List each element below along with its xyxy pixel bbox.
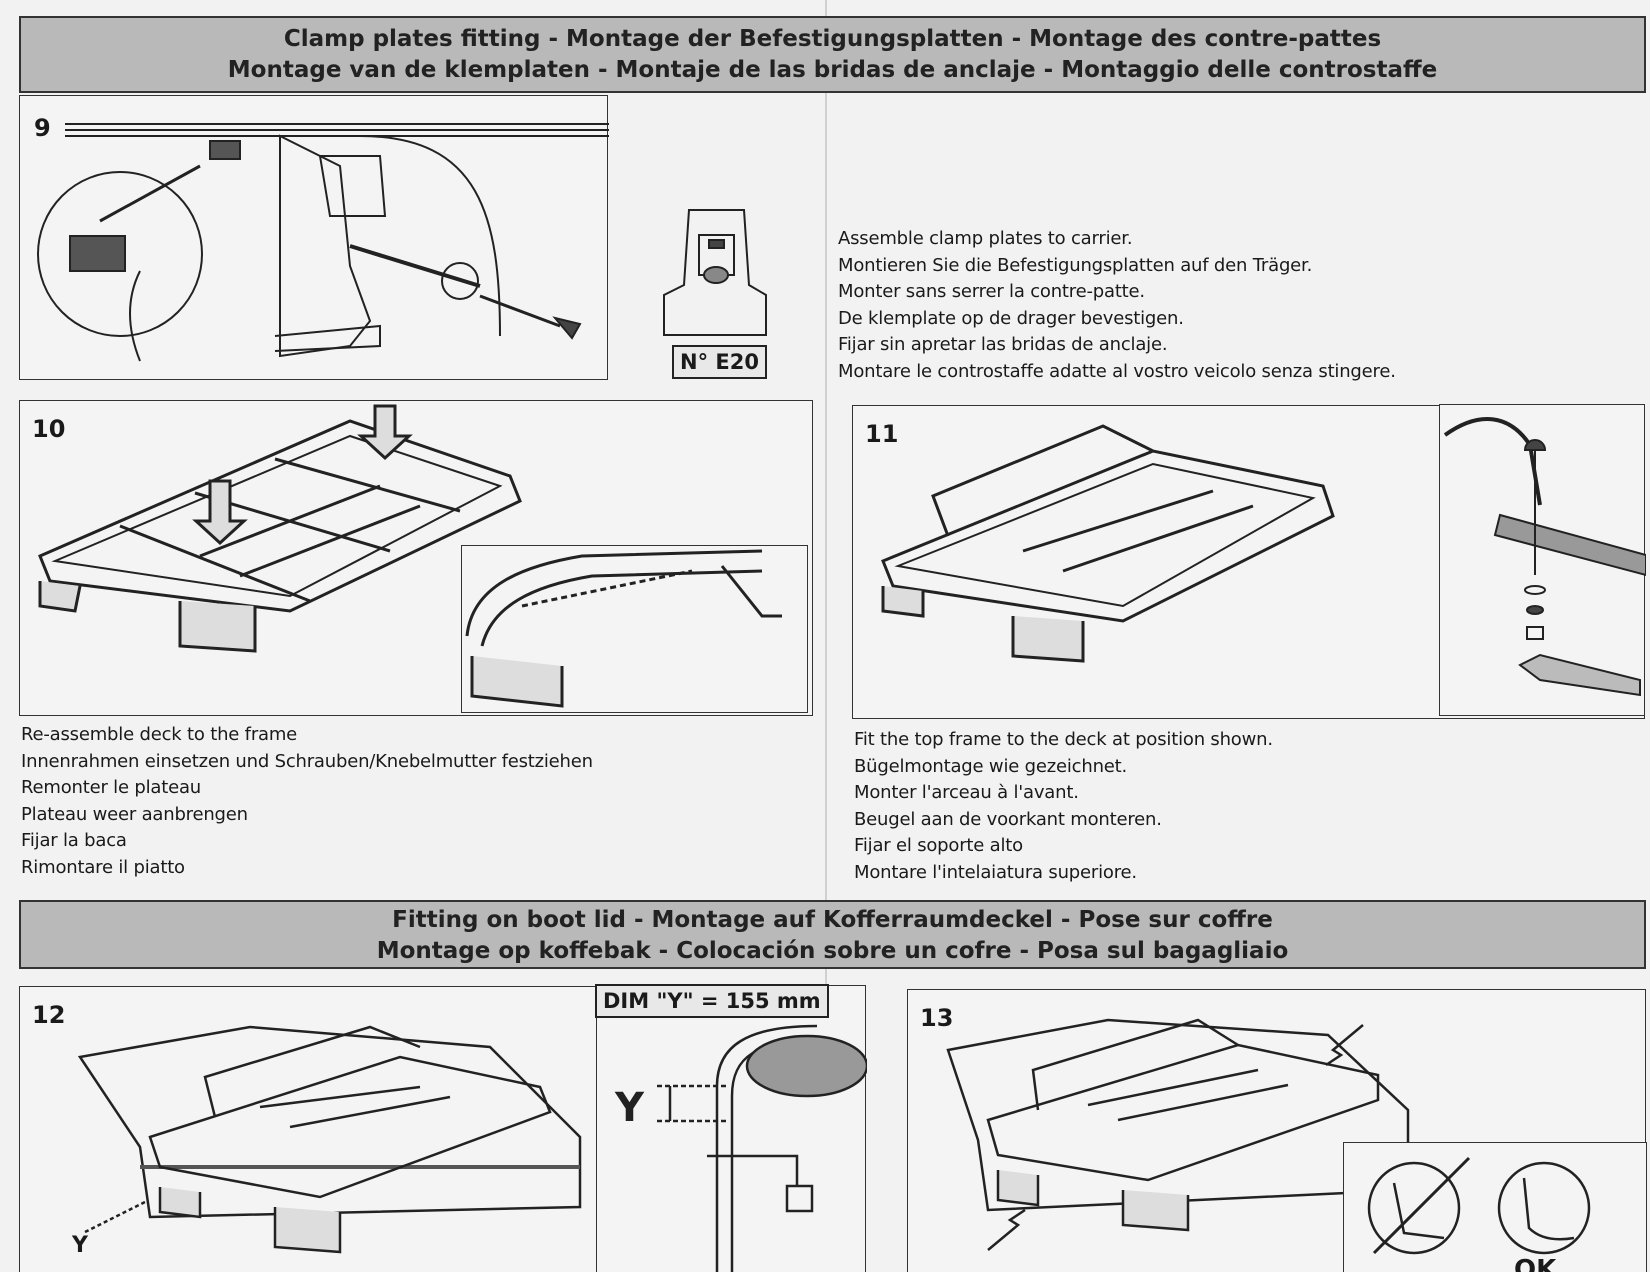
dimension-detail-inset: DIM "Y" = 155 mm Y xyxy=(595,984,867,1272)
instruction-en: Re-assemble deck to the frame xyxy=(21,724,298,745)
page-fold xyxy=(825,0,827,1272)
step-11-detail-inset xyxy=(1439,404,1646,716)
step-10-detail-inset xyxy=(461,545,808,713)
instruction-de: Innenrahmen einsetzen und Schrauben/Kneb… xyxy=(21,750,593,772)
dimension-y-illustration: Y xyxy=(614,1024,867,1272)
step-11-instructions: Fit the top frame to the deck at positio… xyxy=(854,727,1273,886)
instruction-nl: De klemplate op de drager bevestigen. xyxy=(838,307,1184,329)
step-9-instructions: Assemble clamp plates to carrier. Montie… xyxy=(838,226,1396,385)
y-dimension-marker: Y xyxy=(72,1233,88,1258)
dimension-label: DIM "Y" = 155 mm xyxy=(595,984,829,1018)
instruction-fr: Remonter le plateau xyxy=(21,777,202,798)
fastener-detail-illustration xyxy=(1443,417,1646,697)
section-header-clamp-plates: Clamp plates fitting - Montage der Befes… xyxy=(19,16,1646,93)
instruction-en: Assemble clamp plates to carrier. xyxy=(838,228,1133,249)
instruction-es: Fijar el soporte alto xyxy=(854,835,1023,856)
instruction-fr: Monter l'arceau à l'avant. xyxy=(854,782,1079,803)
instruction-es: Fijar sin apretar las bridas de anclaje. xyxy=(838,334,1168,355)
header-line-1: Fitting on boot lid - Montage auf Koffer… xyxy=(392,907,1273,933)
header-line-1: Clamp plates fitting - Montage der Befes… xyxy=(283,26,1382,52)
step-number: 9 xyxy=(34,114,51,142)
clamp-fitting-illustration xyxy=(37,123,609,362)
step-number: 13 xyxy=(920,1004,954,1032)
instruction-nl: Beugel aan de voorkant monteren. xyxy=(854,808,1162,830)
step-10-instructions: Re-assemble deck to the frame Innenrahme… xyxy=(21,722,593,881)
instruction-nl: Plateau weer aanbrengen xyxy=(21,803,248,825)
ok-label: OK xyxy=(1514,1255,1557,1272)
boot-lid-mounting-illustration xyxy=(77,1025,582,1254)
section-header-boot-lid: Fitting on boot lid - Montage auf Koffer… xyxy=(19,900,1646,969)
ok-comparison-inset: OK xyxy=(1343,1142,1647,1272)
clamp-plate-e20-illustration xyxy=(663,209,767,336)
instruction-de: Bügelmontage wie gezeichnet. xyxy=(854,755,1128,777)
instruction-es: Fijar la baca xyxy=(21,830,127,851)
part-number-label: N° E20 xyxy=(672,345,767,379)
header-line-2: Montage van de klemplaten - Montaje de l… xyxy=(227,57,1438,83)
step-11-panel: 11 xyxy=(852,404,1646,719)
instruction-en: Fit the top frame to the deck at positio… xyxy=(854,729,1273,750)
y-symbol: Y xyxy=(614,1085,645,1131)
header-line-2: Montage op koffebak - Colocación sobre u… xyxy=(376,938,1289,964)
bolt-detail-illustration xyxy=(465,549,782,708)
step-number: 11 xyxy=(865,420,899,448)
correct-incorrect-illustration xyxy=(1367,1156,1591,1255)
top-frame-illustration xyxy=(881,424,1335,663)
step-13-panel: 13 OK xyxy=(907,989,1647,1272)
step-number: 10 xyxy=(32,415,66,443)
step-number: 12 xyxy=(32,1001,66,1029)
step-12-panel: 12 Y DIM "Y" = 155 mm xyxy=(19,984,867,1272)
instruction-it: Montare l'intelaiatura superiore. xyxy=(854,861,1137,883)
step-10-panel: 10 xyxy=(19,400,813,716)
instruction-fr: Monter sans serrer la contre-patte. xyxy=(838,281,1145,302)
instruction-it: Rimontare il piatto xyxy=(21,856,185,878)
deck-frame-illustration xyxy=(38,404,522,653)
instruction-de: Montieren Sie die Befestigungsplatten au… xyxy=(838,254,1313,276)
step-9-panel: 9 xyxy=(19,95,609,380)
instruction-it: Montare le controstaffe adatte al vostro… xyxy=(838,360,1396,382)
